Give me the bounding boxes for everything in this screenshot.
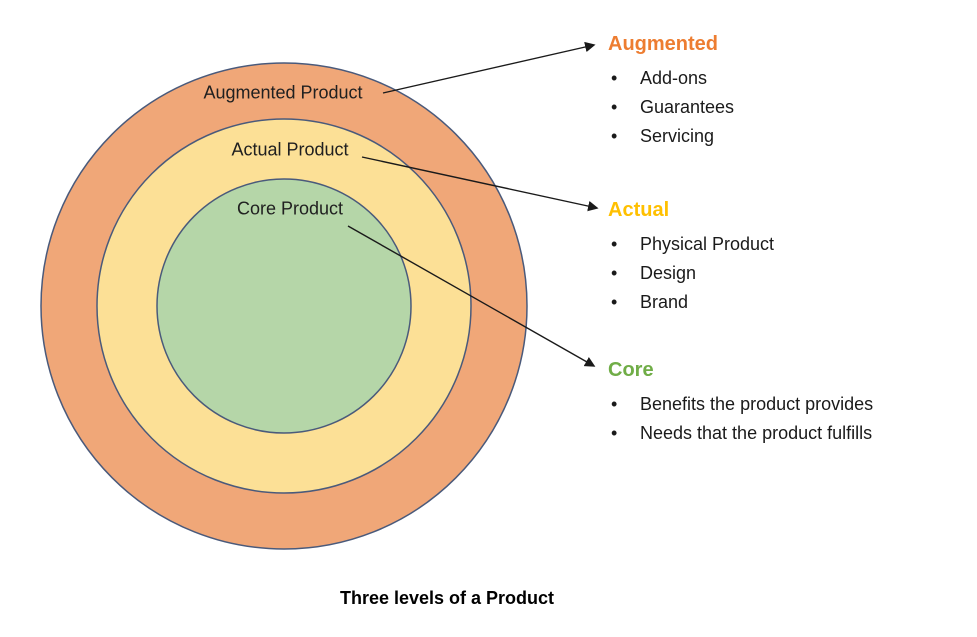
- legend-item-label: Guarantees: [640, 97, 735, 117]
- legend-item-label: Benefits the product provides: [640, 394, 874, 414]
- bullet-icon: •: [611, 126, 618, 146]
- legend-item-label: Physical Product: [640, 234, 775, 254]
- legend-item-label: Add-ons: [640, 68, 708, 88]
- augmented-product-label: Augmented Product: [203, 82, 363, 103]
- bullet-icon: •: [611, 394, 618, 414]
- bullet-icon: •: [611, 292, 618, 312]
- core-list: • Benefits the product provides • Needs …: [608, 390, 968, 448]
- legend-item-label: Needs that the product fulfills: [640, 423, 873, 443]
- bullet-icon: •: [611, 234, 618, 254]
- legend-item: • Servicing: [608, 122, 968, 151]
- legend-item: • Guarantees: [608, 93, 968, 122]
- legend-item-label: Design: [640, 263, 697, 283]
- bullet-icon: •: [611, 423, 618, 443]
- actual-product-label: Actual Product: [231, 139, 349, 160]
- arrow-augmented: [382, 41, 596, 94]
- legend-section-augmented: Augmented • Add-ons • Guarantees • Servi…: [608, 31, 968, 151]
- legend-item: • Benefits the product provides: [608, 390, 968, 419]
- legend-item: • Brand: [608, 288, 968, 317]
- diagram-title: Three levels of a Product: [339, 588, 555, 608]
- bullet-icon: •: [611, 97, 618, 117]
- bullet-icon: •: [611, 263, 618, 283]
- legend-section-actual: Actual • Physical Product • Design • Bra…: [608, 197, 968, 317]
- legend-item: • Add-ons: [608, 64, 968, 93]
- augmented-heading: Augmented: [608, 33, 718, 55]
- actual-heading: Actual: [608, 199, 670, 221]
- arrow-core: [347, 225, 596, 367]
- core-product-label: Core Product: [236, 198, 344, 219]
- legend-item: • Needs that the product fulfills: [608, 419, 968, 448]
- legend-item: • Design: [608, 259, 968, 288]
- legend-item: • Physical Product: [608, 230, 968, 259]
- arrow-actual: [361, 156, 599, 212]
- actual-list: • Physical Product • Design • Brand: [608, 230, 968, 317]
- legend-section-core: Core • Benefits the product provides • N…: [608, 357, 968, 448]
- legend-item-label: Servicing: [640, 126, 715, 146]
- augmented-list: • Add-ons • Guarantees • Servicing: [608, 64, 968, 151]
- core-heading: Core: [608, 359, 654, 381]
- legend-item-label: Brand: [640, 292, 689, 312]
- core-circle: [156, 178, 412, 434]
- bullet-icon: •: [611, 68, 618, 88]
